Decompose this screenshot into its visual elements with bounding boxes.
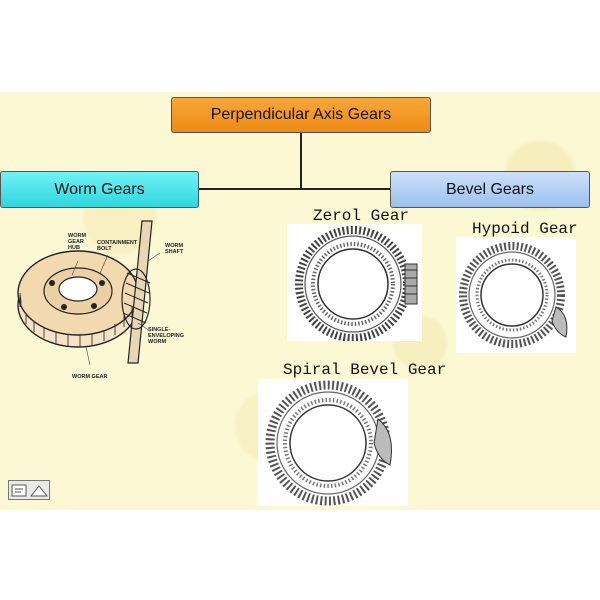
root-node-label: Perpendicular Axis Gears	[210, 106, 392, 123]
callout-worm-shaft: WORM SHAFT	[165, 243, 184, 255]
zerol-gear-photo	[287, 224, 422, 342]
hypoid-gear-image	[459, 242, 568, 348]
slide-menu-icon	[11, 484, 49, 497]
worm-gears-label: Worm Gears	[54, 180, 145, 198]
spiral-bevel-gear-label: Spiral Bevel Gear	[283, 361, 447, 379]
slide-navigation-icon[interactable]	[8, 480, 50, 500]
worm-gears-node: Worm Gears	[0, 171, 199, 208]
spiral-bevel-gear-photo	[258, 379, 408, 506]
root-node: Perpendicular Axis Gears	[171, 97, 431, 133]
bevel-gears-node: Bevel Gears	[390, 171, 590, 208]
worm-gear-illustration	[17, 220, 161, 366]
connector-vertical	[300, 133, 302, 189]
spiral-bevel-gear-image	[265, 380, 392, 506]
hypoid-gear-photo	[456, 237, 576, 353]
callout-worm-gear: WORM GEAR	[72, 374, 108, 380]
zerol-gear-label: Zerol Gear	[313, 207, 410, 225]
callout-worm-gear-hub: WORM GEAR HUB	[68, 233, 87, 251]
connector-horizontal	[199, 188, 390, 190]
bevel-gears-label: Bevel Gears	[445, 180, 535, 198]
callout-single-enveloping-worm: SINGLE- ENVELOPING WORM	[148, 327, 185, 345]
callout-containment-bolt: CONTAINMENT BOLT	[97, 240, 138, 252]
zerol-gear-image	[295, 226, 418, 342]
hypoid-gear-label: Hypoid Gear	[472, 220, 578, 238]
